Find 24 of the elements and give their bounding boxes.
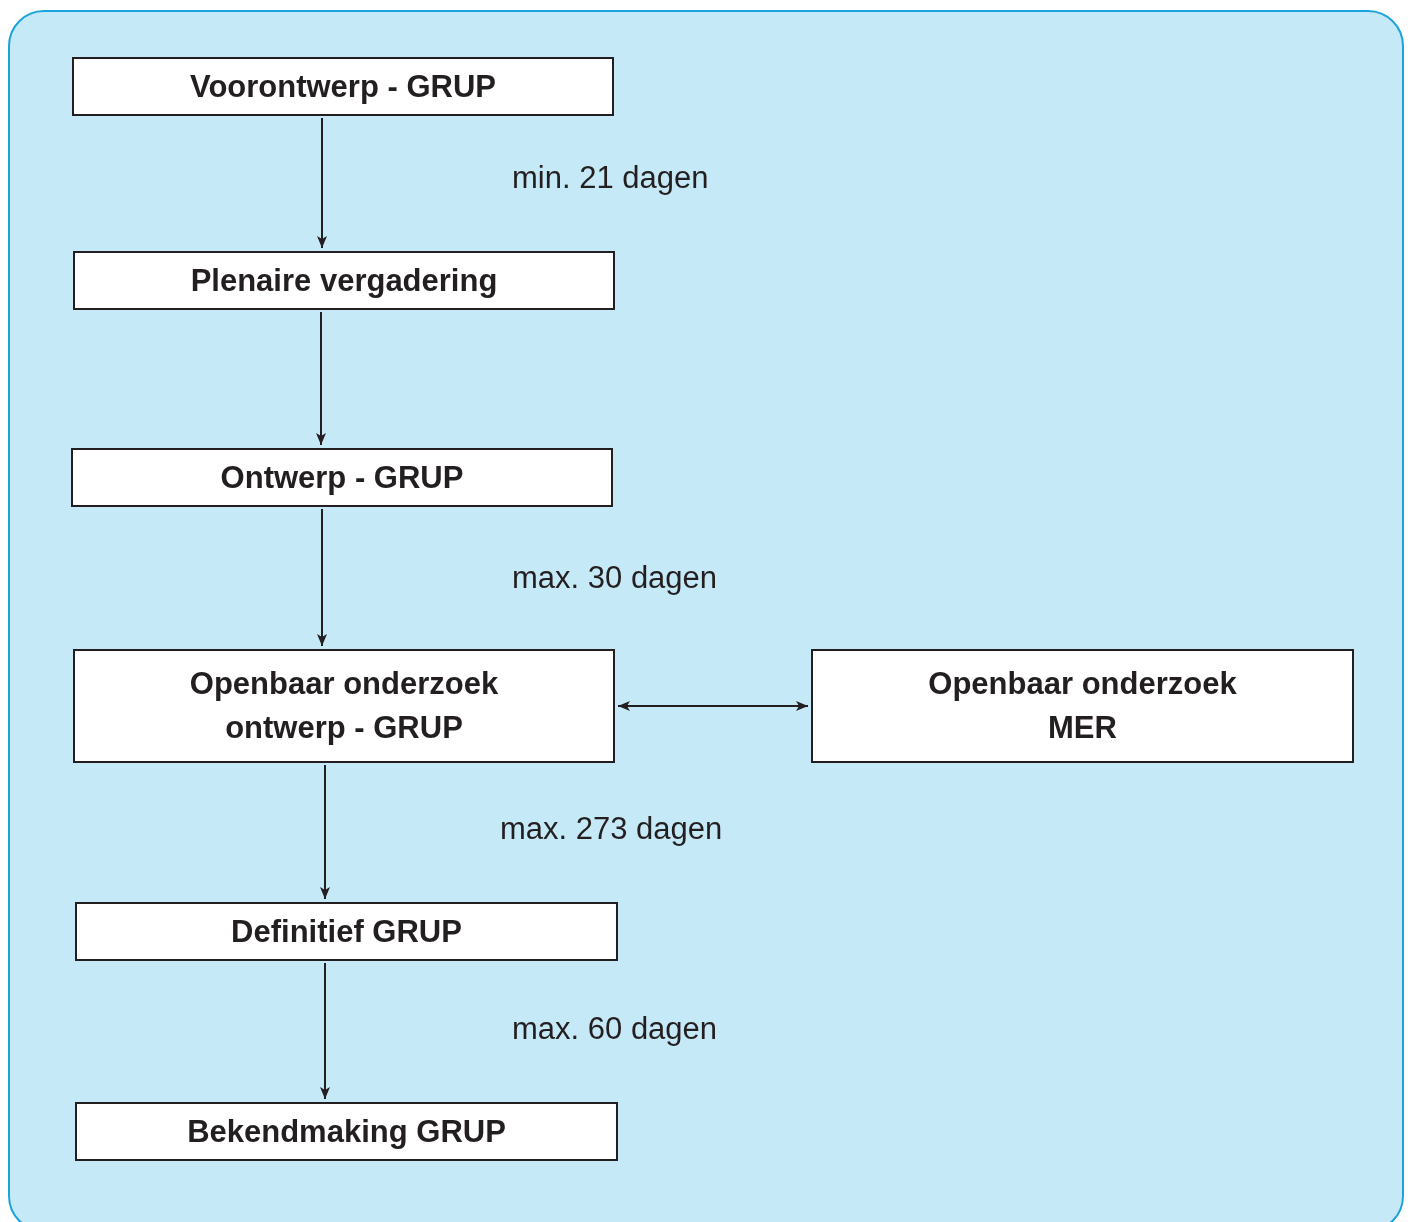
- box-label: Openbaar onderzoek MER: [927, 665, 1238, 747]
- box-label: Voorontwerp - GRUP: [190, 67, 496, 106]
- process-box: [75, 902, 618, 961]
- process-box: [73, 649, 615, 763]
- process-box: [811, 649, 1354, 763]
- box-label: Ontwerp - GRUP: [220, 458, 464, 497]
- process-box: [72, 57, 614, 116]
- arrow: [617, 701, 809, 711]
- arrow: [317, 117, 327, 249]
- arrow: [320, 962, 330, 1100]
- duration-label: max. 30 dagen: [512, 559, 718, 597]
- box-label: Openbaar onderzoek ontwerp - GRUP: [188, 665, 500, 747]
- process-box: [73, 251, 615, 310]
- arrow: [320, 764, 330, 900]
- box-label: Definitief GRUP: [231, 912, 462, 951]
- duration-label: max. 273 dagen: [500, 810, 723, 848]
- box-label: Plenaire vergadering: [190, 261, 498, 300]
- arrow: [316, 311, 326, 446]
- process-box: [75, 1102, 618, 1161]
- duration-label: max. 60 dagen: [512, 1010, 718, 1048]
- process-box: [71, 448, 613, 507]
- duration-label: min. 21 dagen: [512, 159, 709, 197]
- box-label: Bekendmaking GRUP: [187, 1112, 506, 1151]
- arrow: [317, 508, 327, 647]
